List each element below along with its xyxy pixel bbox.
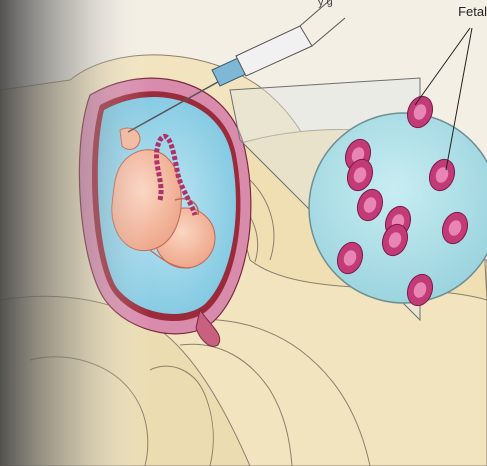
fetal-cell-label: Fetal [458, 4, 487, 19]
syringe-label: y g [318, 0, 333, 8]
page-edge-shadow [0, 0, 150, 466]
